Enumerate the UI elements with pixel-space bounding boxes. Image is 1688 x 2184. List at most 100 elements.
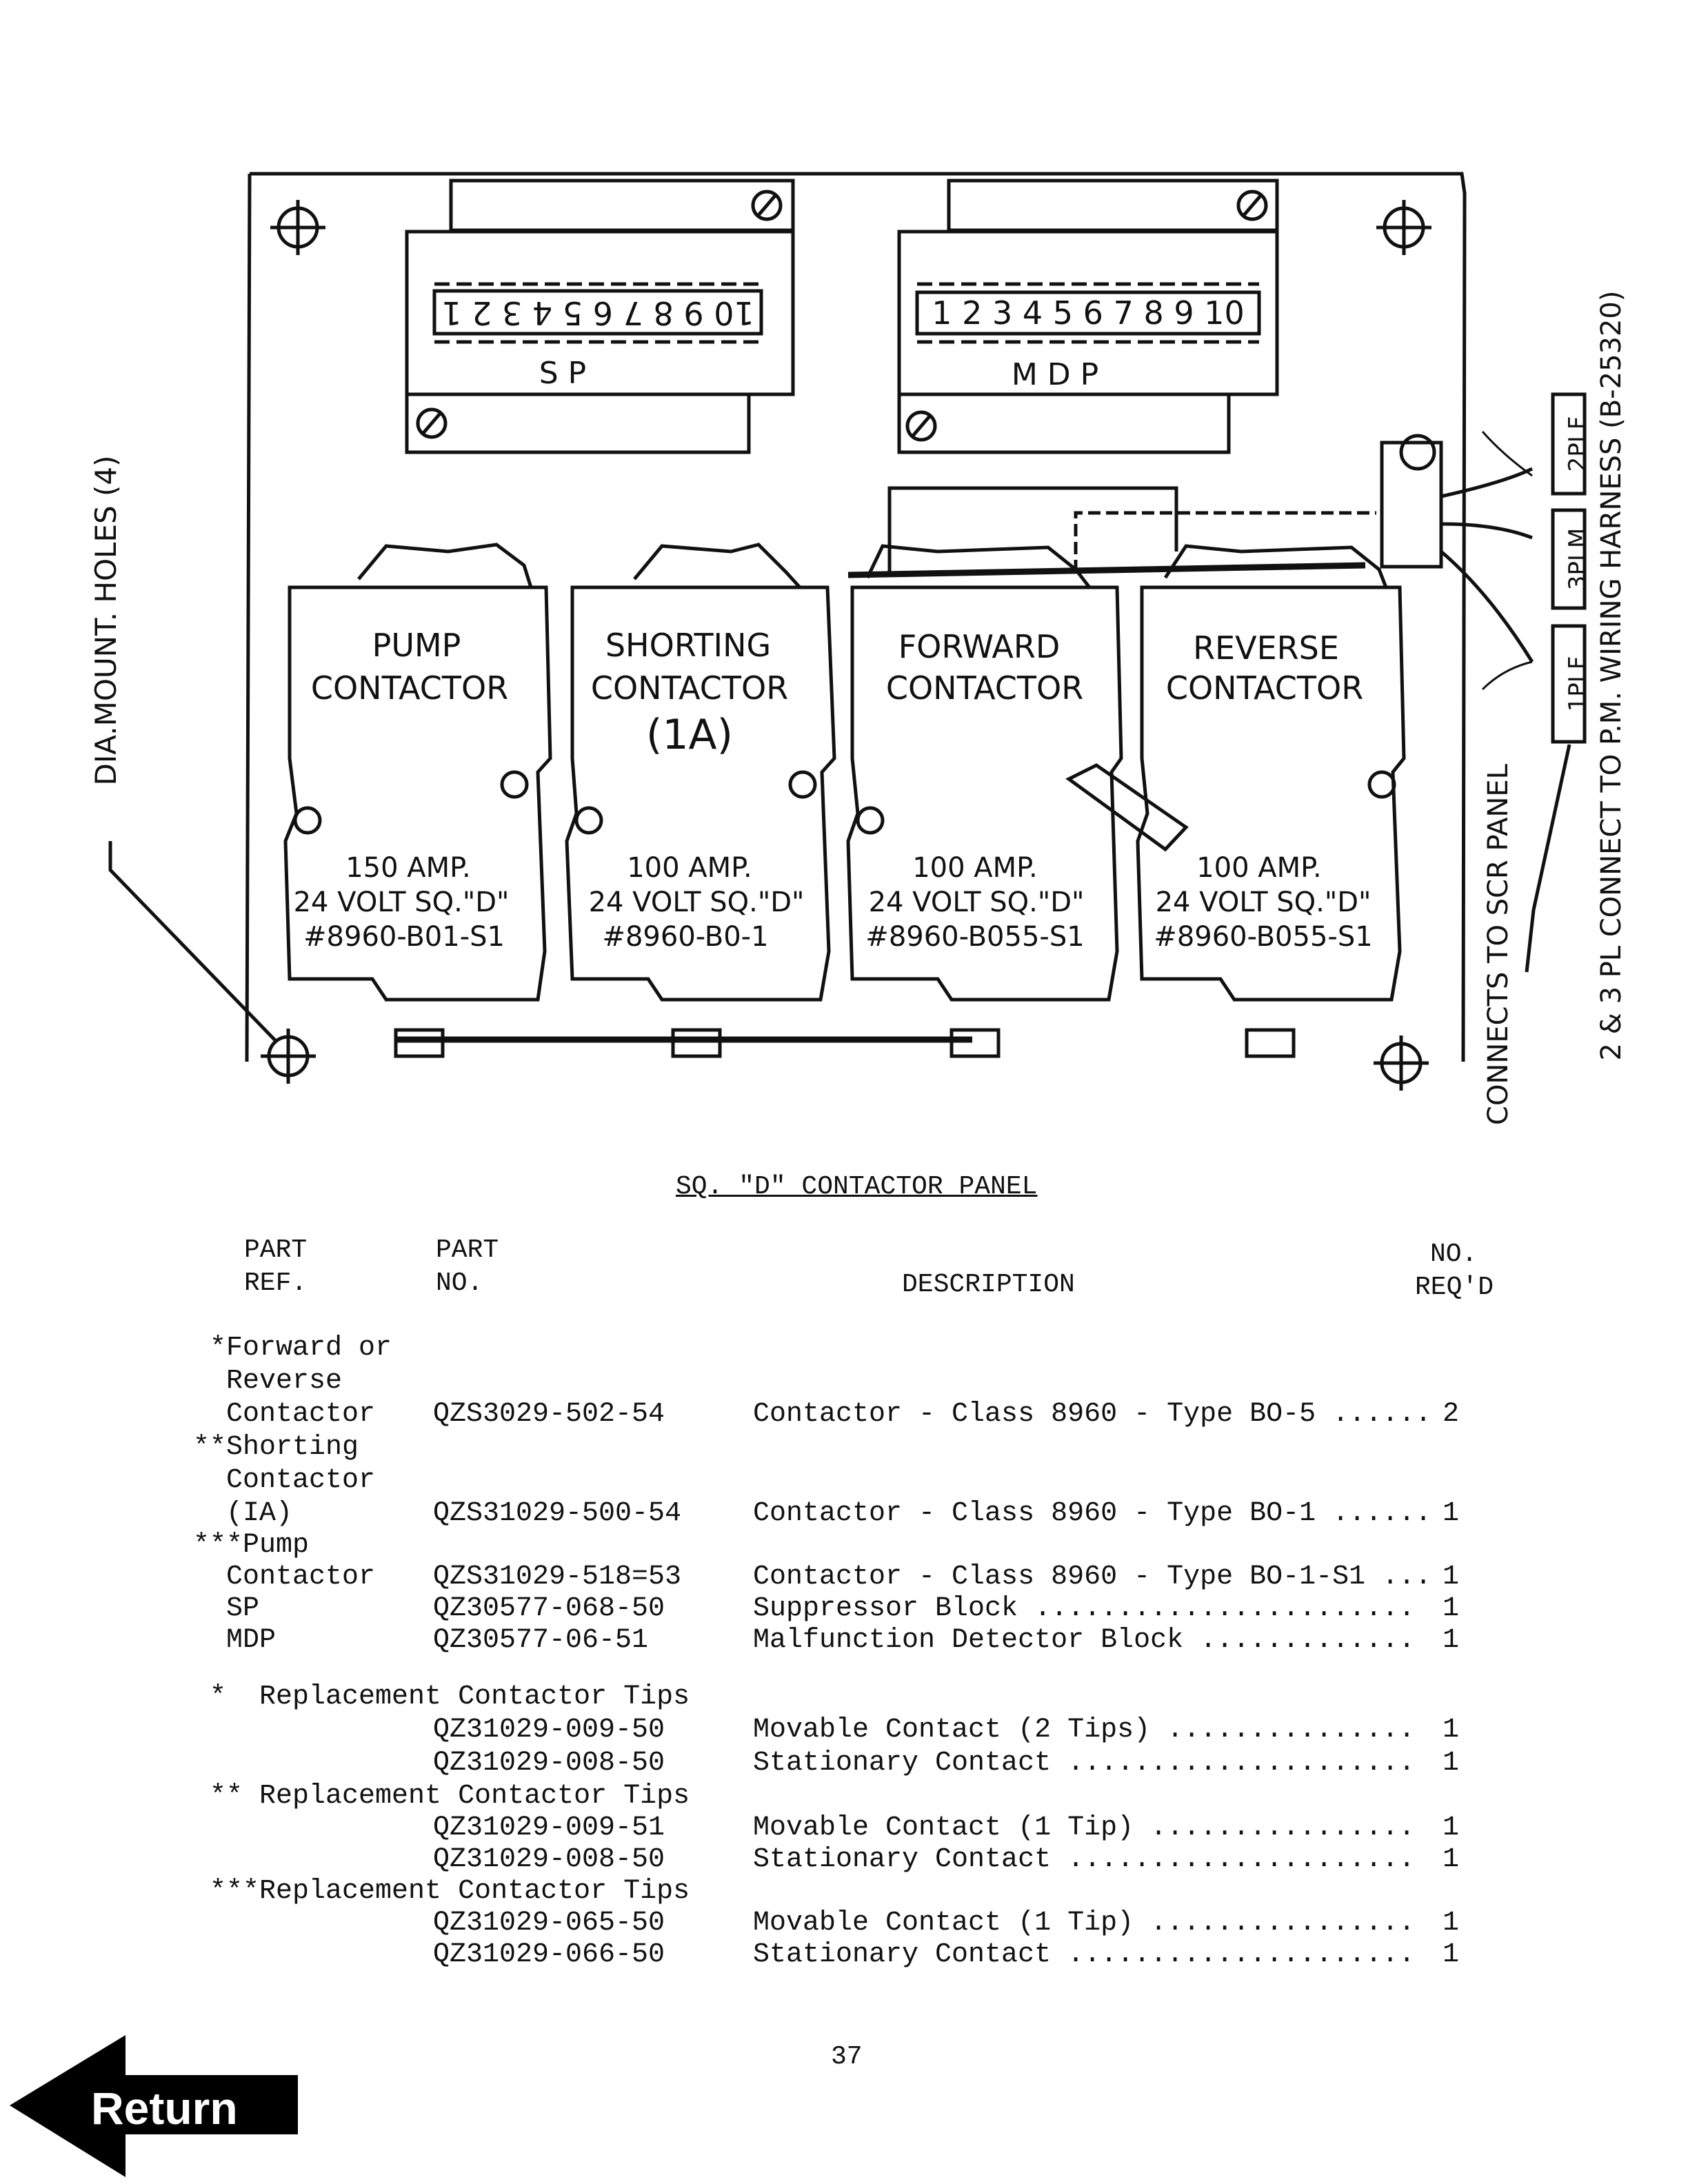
table-row: QZ31029-009-51 Movable Contact (1 Tip) .… [0, 1812, 1688, 1845]
row-ref: (IA) [193, 1498, 293, 1529]
row-part-no: QZ31029-065-50 [433, 1908, 665, 1939]
row-part-no: QZS31029-518=53 [433, 1561, 682, 1593]
forward-contactor [846, 544, 1189, 1058]
table-row: ***Pump [0, 1529, 1688, 1562]
row-description: Stationary Contact ..................... [753, 1939, 1416, 1970]
mdp-terminals: 1 2 3 4 5 6 7 8 9 10 [932, 294, 1245, 332]
table-row: QZ31029-008-50 Stationary Contact ......… [0, 1843, 1688, 1877]
header-qty-2: REQ'D [1415, 1273, 1494, 1302]
row-qty: 1 [1443, 1593, 1460, 1624]
table-row: *Forward or [0, 1332, 1688, 1365]
contactor-part-2: #8960-B0-1 [602, 921, 768, 953]
contactor-rating-3: 100 AMP. [912, 852, 1038, 884]
mdp-label: M D P [1012, 357, 1098, 392]
row-part-no: QZ31029-066-50 [433, 1939, 665, 1970]
mount-hole-icon [270, 200, 325, 255]
wiring-harness [1380, 431, 1534, 691]
row-qty: 2 [1443, 1399, 1460, 1430]
row-description: Contactor - Class 8960 - Type BO-1 .....… [753, 1498, 1432, 1529]
return-label: Return [91, 2083, 238, 2134]
table-row: Contactor QZS31029-518=53 Contactor - Cl… [0, 1561, 1688, 1594]
header-qty-1: NO. [1430, 1240, 1478, 1269]
contactor-part-3: #8960-B055-S1 [865, 921, 1084, 953]
mount-holes-note: DIA.MOUNT. HOLES (4) [89, 456, 123, 786]
row-description: Malfunction Detector Block ............. [753, 1625, 1416, 1656]
contactor-name-2: SHORTING [605, 627, 771, 664]
table-row: ***Replacement Contactor Tips [0, 1875, 1688, 1908]
row-ref: Contactor [193, 1399, 376, 1430]
header-part-ref-1: PART [244, 1235, 308, 1265]
contactor-panel-diagram: 10 9 8 7 6 5 4 3 2 1 1 2 3 4 5 6 7 8 9 1… [89, 172, 1627, 1125]
header-part-no-2: NO. [436, 1268, 483, 1298]
row-part-no: QZ31029-009-51 [433, 1812, 665, 1843]
row-description: Movable Contact (1 Tip) ................ [753, 1812, 1416, 1843]
panel-outline [245, 172, 1467, 1062]
row-ref: ** Replacement Contactor Tips [193, 1781, 690, 1812]
row-ref: SP [193, 1593, 260, 1624]
row-ref: Reverse [193, 1366, 343, 1397]
sp-terminals: 10 9 8 7 6 5 4 3 2 1 [441, 294, 754, 332]
sp-block [405, 179, 795, 454]
mdp-block [897, 179, 1279, 454]
contactor-coil-1: 24 VOLT SQ."D" [294, 887, 510, 918]
contactor-name-2b: CONTACTOR [591, 669, 788, 707]
contactor-coil-4: 24 VOLT SQ."D" [1156, 887, 1372, 918]
row-part-no: QZS3029-502-54 [433, 1399, 665, 1430]
table-row: Reverse [0, 1365, 1688, 1398]
row-part-no: QZS31029-500-54 [433, 1498, 682, 1529]
table-row: Contactor [0, 1464, 1688, 1497]
table-row: * Replacement Contactor Tips [0, 1681, 1688, 1714]
table-row: QZ31029-066-50 Stationary Contact ......… [0, 1939, 1688, 1972]
row-description: Stationary Contact ..................... [753, 1748, 1416, 1779]
plug-label-2plf: 2PLF [1564, 416, 1591, 472]
row-part-no: QZ30577-068-50 [433, 1593, 665, 1624]
left-arrow-icon [10, 2035, 298, 2177]
row-description: Movable Contact (2 Tips) ............... [753, 1715, 1416, 1746]
plug-1plf [1551, 624, 1587, 744]
scr-note: CONNECTS TO SCR PANEL [1483, 763, 1514, 1125]
contactor-name-3: FORWARD [898, 628, 1061, 665]
table-row: MDP QZ30577-06-51 Malfunction Detector B… [0, 1624, 1688, 1657]
contactor-rating-1: 150 AMP. [345, 852, 471, 884]
row-part-no: QZ31029-009-50 [433, 1715, 665, 1746]
row-ref: Contactor [193, 1561, 376, 1593]
plug-label-3plm: 3PLM [1564, 528, 1591, 590]
row-ref: * Replacement Contactor Tips [193, 1681, 690, 1712]
row-ref: **Shorting [193, 1432, 359, 1463]
table-row: **Shorting [0, 1431, 1688, 1464]
row-part-no: QZ31029-008-50 [433, 1844, 665, 1875]
return-button[interactable]: Return [10, 2034, 299, 2178]
table-row: SP QZ30577-068-50 Suppressor Block .....… [0, 1593, 1688, 1626]
shorting-contactor [565, 543, 836, 1058]
row-description: Suppressor Block ....................... [753, 1593, 1416, 1624]
contactor-rating-4: 100 AMP. [1196, 852, 1322, 884]
contactor-name-4: REVERSE [1193, 629, 1339, 667]
row-ref: MDP [193, 1625, 277, 1656]
contactor-part-1: #8960-B01-S1 [303, 921, 505, 953]
contactor-name-1b: CONTACTOR [311, 669, 508, 707]
row-qty: 1 [1443, 1812, 1460, 1843]
table-row: QZ31029-008-50 Stationary Contact ......… [0, 1747, 1688, 1780]
plug-2plf [1551, 392, 1587, 496]
row-qty: 1 [1443, 1561, 1460, 1593]
table-row: Contactor QZS3029-502-54 Contactor - Cla… [0, 1398, 1688, 1431]
row-description: Stationary Contact ..................... [753, 1844, 1416, 1875]
header-description: DESCRIPTION [902, 1270, 1075, 1300]
pump-contactor [283, 543, 552, 1058]
mount-hole-icon [1376, 200, 1431, 255]
contactor-name-4b: CONTACTOR [1166, 669, 1363, 707]
row-ref: ***Replacement Contactor Tips [193, 1876, 690, 1907]
mount-hole-icon [261, 1029, 316, 1084]
reverse-contactor [1136, 544, 1406, 1058]
row-qty: 1 [1443, 1939, 1460, 1970]
row-qty: 1 [1443, 1498, 1460, 1529]
plug-label-1plf: 1PLF [1564, 656, 1591, 712]
contactor-part-4: #8960-B055-S1 [1154, 921, 1372, 953]
row-part-no: QZ31029-008-50 [433, 1748, 665, 1779]
contactor-coil-2: 24 VOLT SQ."D" [589, 887, 805, 918]
contactor-name-2c: (1A) [646, 711, 733, 759]
sp-label: S P [539, 356, 586, 391]
row-qty: 1 [1443, 1625, 1460, 1656]
table-row: QZ31029-065-50 Movable Contact (1 Tip) .… [0, 1907, 1688, 1940]
contactor-rating-2: 100 AMP. [627, 852, 752, 884]
